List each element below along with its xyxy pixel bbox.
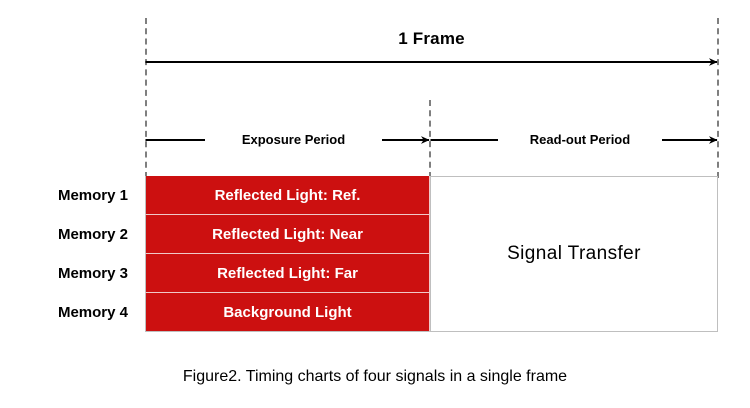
frame-span-arrow bbox=[145, 58, 718, 66]
frame-span-label: 1 Frame bbox=[398, 29, 465, 48]
signal-bar: Reflected Light: Ref. bbox=[145, 176, 430, 215]
signal-bar: Background Light bbox=[145, 293, 430, 332]
signal-bar-label: Reflected Light: Ref. bbox=[214, 186, 361, 204]
guide-line-frame-end bbox=[717, 18, 719, 178]
signal-bar-label: Reflected Light: Near bbox=[212, 225, 363, 243]
signal-bar-label: Reflected Light: Far bbox=[217, 264, 358, 282]
exposure-period-label: Exposure Period bbox=[205, 132, 382, 148]
exposure-period-column: Reflected Light: Ref. Reflected Light: N… bbox=[145, 176, 430, 332]
memory-row-label: Memory 2 bbox=[57, 226, 128, 243]
timing-table: Reflected Light: Ref. Reflected Light: N… bbox=[145, 176, 718, 332]
figure-caption: Figure2. Timing charts of four signals i… bbox=[182, 368, 568, 385]
signal-bar: Reflected Light: Near bbox=[145, 215, 430, 254]
memory-row-label: Memory 3 bbox=[57, 265, 128, 282]
readout-period-column: Signal Transfer bbox=[430, 176, 718, 332]
memory-label-column: Memory 1 Memory 2 Memory 3 Memory 4 bbox=[0, 176, 136, 332]
signal-bar-label: Background Light bbox=[223, 303, 352, 321]
guide-line-frame-start bbox=[145, 18, 147, 178]
memory-row-label: Memory 1 bbox=[57, 187, 128, 204]
memory-row-label: Memory 4 bbox=[57, 304, 128, 321]
signal-bar: Reflected Light: Far bbox=[145, 254, 430, 293]
readout-period-label: Read-out Period bbox=[498, 132, 662, 148]
signal-transfer-label: Signal Transfer bbox=[507, 243, 641, 264]
